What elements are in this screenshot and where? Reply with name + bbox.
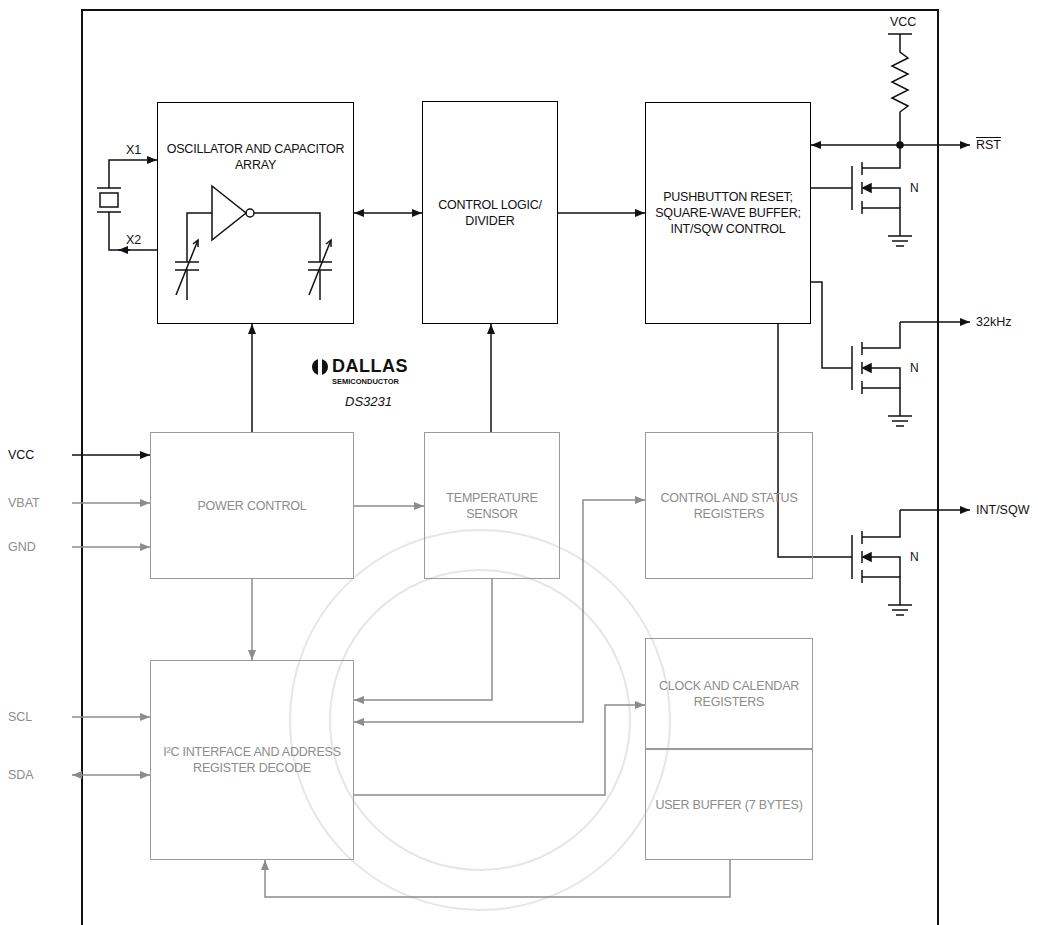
block-box: CONTROL AND STATUS REGISTERS: [645, 432, 813, 579]
block-label: CLOCK AND CALENDAR REGISTERS: [652, 678, 806, 710]
pin-label: SDA: [8, 768, 34, 782]
chip-outline: [82, 10, 938, 925]
pin-label: VCC: [8, 448, 34, 462]
block-box: OSCILLATOR AND CAPACITOR ARRAY: [157, 102, 354, 324]
block-label: USER BUFFER (7 BYTES): [655, 797, 802, 813]
pin-label: VBAT: [8, 496, 40, 510]
nmos-symbol: [778, 324, 970, 615]
signal-connector: [354, 505, 424, 507]
pin-label: X1: [126, 143, 141, 157]
pin-label: X2: [126, 233, 141, 247]
pin-label: GND: [8, 540, 36, 554]
block-label: OSCILLATOR AND CAPACITOR ARRAY: [164, 141, 347, 173]
reset-circuit: [811, 34, 970, 148]
block-label: PUSHBUTTON RESET; SQUARE-WAVE BUFFER; IN…: [652, 189, 804, 237]
signal-connector: [354, 212, 422, 214]
block-label: CONTROL AND STATUS REGISTERS: [652, 490, 806, 522]
watermark: [290, 530, 670, 910]
pin-label: VCC: [890, 15, 916, 29]
signal-connector: [265, 860, 730, 897]
block-label: TEMPERATURE SENSOR: [431, 490, 553, 522]
block-box: CLOCK AND CALENDAR REGISTERS: [645, 638, 813, 749]
signal-connector: [354, 705, 645, 795]
pin-label: SCL: [8, 710, 32, 724]
block-box: USER BUFFER (7 BYTES): [645, 749, 813, 860]
pin-label: 32kHz: [976, 315, 1011, 329]
pin-label: INT/SQW: [976, 503, 1029, 517]
logo-text: SEMICONDUCTOR: [332, 377, 399, 386]
block-box: TEMPERATURE SENSOR: [424, 432, 560, 579]
signal-connector: [354, 500, 645, 722]
oscillator-circuit: [175, 186, 332, 300]
block-box: CONTROL LOGIC/ DIVIDER: [422, 101, 558, 324]
block-box: PUSHBUTTON RESET; SQUARE-WAVE BUFFER; IN…: [645, 102, 811, 324]
pin-label: N: [910, 361, 919, 375]
pin-label: N: [910, 550, 919, 564]
signal-connector: [558, 212, 645, 214]
block-label: I²C INTERFACE AND ADDRESS REGISTER DECOD…: [157, 744, 347, 776]
signal-connector: [354, 579, 492, 700]
signal-connector: [251, 324, 253, 432]
input-pins: [72, 455, 150, 775]
logo-text: DALLAS: [332, 356, 408, 377]
pin-label: N: [910, 181, 919, 195]
pin-label: RST: [976, 138, 1001, 152]
logo-text: DS3231: [345, 394, 392, 409]
block-box: POWER CONTROL: [150, 432, 354, 579]
output-transistors: [778, 145, 970, 615]
nmos-symbol: [811, 145, 912, 246]
block-box: I²C INTERFACE AND ADDRESS REGISTER DECOD…: [150, 660, 354, 860]
block-label: CONTROL LOGIC/ DIVIDER: [429, 197, 551, 229]
block-label: POWER CONTROL: [197, 498, 306, 514]
crystal-symbol: [97, 160, 157, 250]
signal-connector: [251, 579, 253, 660]
signal-connector: [490, 324, 492, 432]
logo-mark: [312, 359, 328, 375]
nmos-symbol: [811, 282, 970, 426]
